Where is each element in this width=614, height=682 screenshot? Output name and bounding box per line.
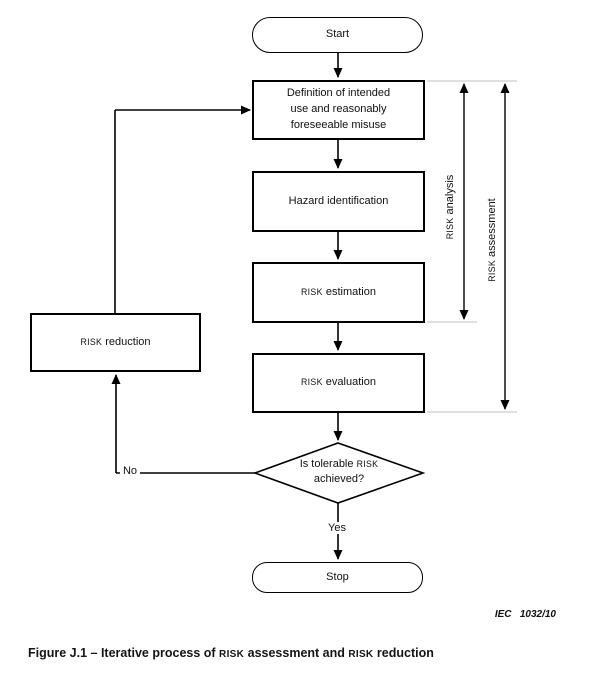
edge-label-yes: Yes <box>325 522 349 534</box>
decision-diamond <box>252 442 426 504</box>
risk-reduction-node: RISK reduction <box>30 313 201 372</box>
stop-node: Stop <box>252 562 423 593</box>
definition-node: Definition of intended use and reasonabl… <box>252 80 425 140</box>
risk-analysis-bracket-label: RISK analysis <box>444 174 456 240</box>
risk-estimation-node-label: RISK estimation <box>301 285 376 298</box>
iec-document-reference: IEC 1032/10 <box>494 609 556 620</box>
definition-node-label: Definition of intended use and reasonabl… <box>286 87 391 131</box>
start-node-label: Start <box>325 28 350 41</box>
figure-caption: Figure J.1 – Iterative process of RISK a… <box>28 646 434 660</box>
risk-evaluation-node: RISK evaluation <box>252 353 425 413</box>
hazard-identification-node-label: Hazard identification <box>288 194 389 207</box>
risk-assessment-bracket-label: RISK assessment <box>486 198 498 282</box>
decision-node-label-block: Is tolerable RISK achieved? <box>264 455 414 489</box>
decision-node-label: Is tolerable RISK achieved? <box>299 457 379 485</box>
stop-node-label: Stop <box>326 570 349 583</box>
bracket-arrows <box>459 83 510 410</box>
risk-estimation-node: RISK estimation <box>252 262 425 323</box>
hazard-identification-node: Hazard identification <box>252 171 425 232</box>
risk-reduction-node-label: RISK reduction <box>80 335 151 348</box>
edge-label-no: No <box>119 465 141 477</box>
risk-evaluation-node-label: RISK evaluation <box>301 376 376 389</box>
start-node: Start <box>252 17 423 53</box>
bracket-guide-lines <box>427 80 517 413</box>
